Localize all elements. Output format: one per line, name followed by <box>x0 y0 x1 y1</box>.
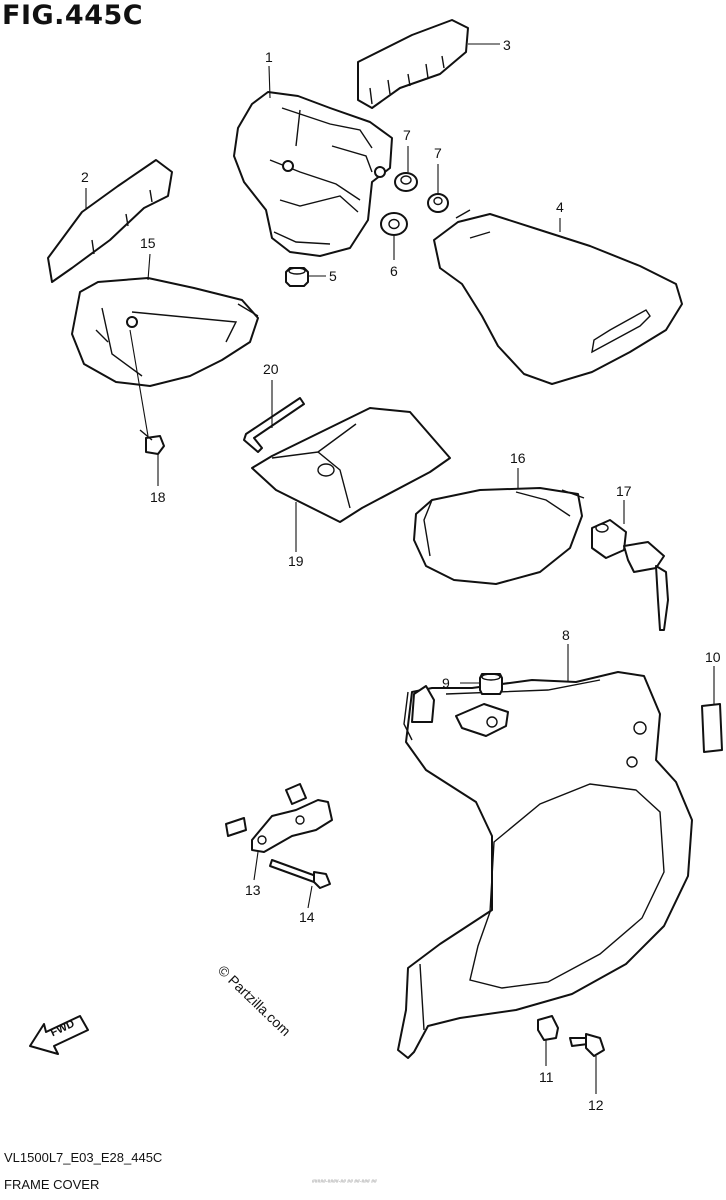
part-10-label[interactable] <box>701 703 723 753</box>
callout-numbers: 1 3 2 7 7 6 5 4 15 18 20 19 16 17 8 9 10… <box>81 37 721 1113</box>
part-16-case[interactable] <box>413 487 585 585</box>
part-2-sheet[interactable] <box>47 159 173 283</box>
callout-15: 15 <box>140 235 156 251</box>
part-4-frame-cover[interactable] <box>433 209 683 385</box>
part-5-cushion[interactable] <box>285 267 309 287</box>
part-7-grommet-a[interactable] <box>394 172 418 192</box>
callout-7b: 7 <box>434 145 442 161</box>
callout-1: 1 <box>265 49 273 65</box>
callout-5: 5 <box>329 268 337 284</box>
part-19-tool-bag[interactable] <box>251 407 451 523</box>
callout-2: 2 <box>81 169 89 185</box>
figure-caption: FRAME COVER <box>4 1177 100 1192</box>
callout-9: 9 <box>442 675 450 691</box>
callout-13: 13 <box>245 882 261 898</box>
callout-18: 18 <box>150 489 166 505</box>
callout-3: 3 <box>503 37 511 53</box>
part-13-bracket[interactable] <box>225 783 333 853</box>
part-12-screw[interactable] <box>569 1033 605 1057</box>
part-15-case[interactable] <box>71 277 259 387</box>
part-6-washer[interactable] <box>380 212 408 236</box>
callout-6: 6 <box>390 263 398 279</box>
part-1-frame-cover[interactable] <box>233 91 393 257</box>
callout-20: 20 <box>263 361 279 377</box>
callout-10: 10 <box>705 649 721 665</box>
callout-4: 4 <box>556 199 564 215</box>
callout-8: 8 <box>562 627 570 643</box>
part-14-bolt[interactable] <box>269 859 331 889</box>
callout-16: 16 <box>510 450 526 466</box>
callout-19: 19 <box>288 553 304 569</box>
part-9-grommet[interactable] <box>479 673 503 695</box>
callout-12: 12 <box>588 1097 604 1113</box>
leader-lines <box>85 43 715 1094</box>
part-8-frame-cover[interactable] <box>397 671 693 1059</box>
figure-title: FIG.445C <box>2 0 144 31</box>
callout-14: 14 <box>299 909 315 925</box>
callout-7a: 7 <box>403 127 411 143</box>
part-11-cushion[interactable] <box>537 1015 559 1041</box>
callout-17: 17 <box>616 483 632 499</box>
part-17-lock-and-keys[interactable] <box>591 519 669 631</box>
fine-print: #####-####-## ## ##-### ## <box>312 1179 377 1185</box>
fwd-arrow: FWD <box>29 1015 89 1055</box>
model-code: VL1500L7_E03_E28_445C <box>4 1150 163 1165</box>
part-18-bolt[interactable] <box>139 429 165 455</box>
part-20-hex-key[interactable] <box>243 397 305 453</box>
part-3-sheet[interactable] <box>357 19 469 109</box>
callout-11: 11 <box>539 1069 554 1085</box>
part-7-grommet-b[interactable] <box>427 193 449 213</box>
